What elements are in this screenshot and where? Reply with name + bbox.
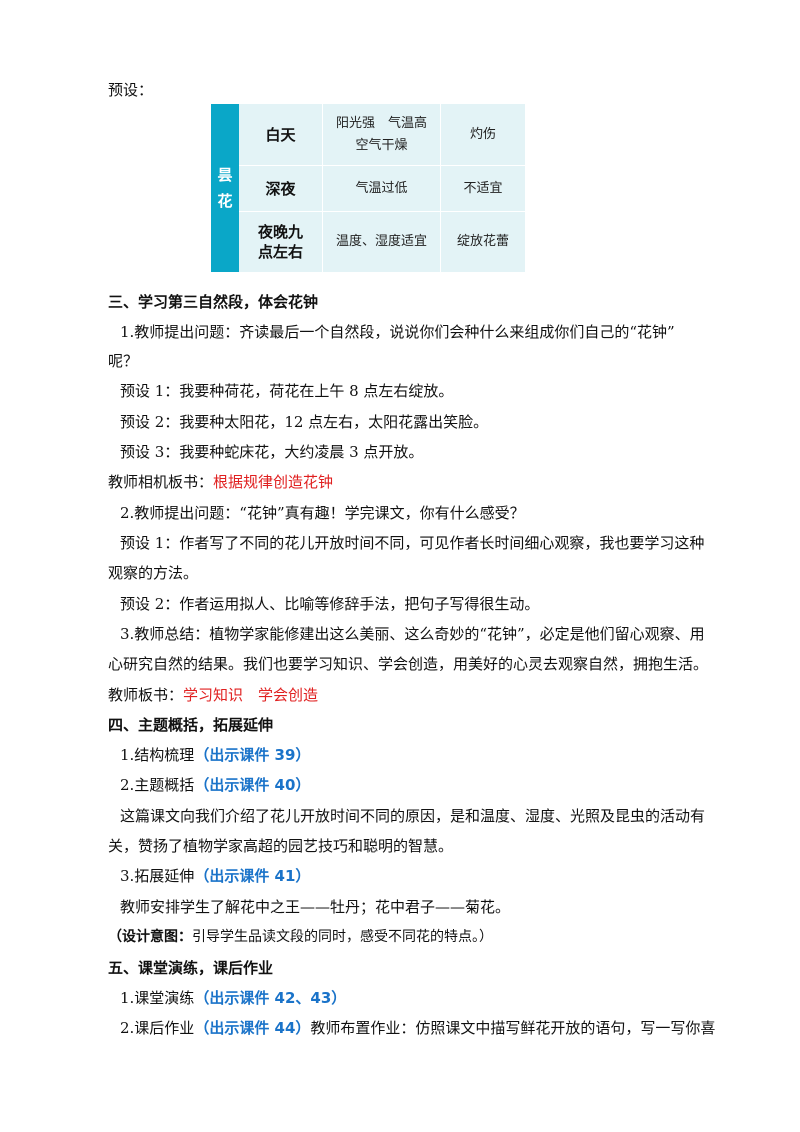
board1-text: 根据规律创造花钟 [213, 473, 334, 491]
sec3-preset4-line2: 观察的方法。 [108, 564, 199, 582]
sec4-item1-text: 1.结构梳理 [120, 746, 195, 764]
sec4-item1: 1.结构梳理（出示课件 39） [120, 745, 310, 765]
sec4-item2-text: 2.主题概括 [120, 776, 195, 794]
sec3-preset2: 预设 2：我要种太阳花，12 点左右，太阳花露出笑脸。 [120, 413, 489, 431]
sec3-q2: 2.教师提出问题：“花钟”真有趣！学完课文，你有什么感受？ [120, 504, 525, 522]
sec3-board1: 教师相机板书：根据规律创造花钟 [108, 472, 333, 492]
sec5-item2-tag: （出示课件 44） [194, 1019, 311, 1037]
sec4-item3-tag: （出示课件 41） [194, 867, 311, 885]
row-result-evening: 绽放花蕾 [456, 234, 509, 249]
sec3-board2: 教师板书：学习知识 学会创造 [108, 685, 318, 705]
sec5-item2: 2.课后作业（出示课件 44）教师布置作业：仿照课文中描写鲜花开放的语句，写一写… [120, 1018, 715, 1038]
row-time-evening: 夜晚九 点左右 [239, 212, 323, 272]
sec3-preset3: 预设 3：我要种蛇床花，大约凌晨 3 点开放。 [120, 443, 424, 461]
row-result-daytime: 灼伤 [441, 104, 525, 166]
sec4-para-line1: 这篇课文向我们介绍了花儿开放时间不同的原因，是和温度、湿度、光照及昆虫的活动有 [120, 807, 706, 825]
board2-label: 教师板书： [108, 686, 184, 704]
sec4-item3: 3.拓展延伸（出示课件 41） [120, 866, 310, 886]
row-time-night: 深夜 [239, 166, 323, 212]
design-label: （设计意图： [108, 929, 192, 945]
sec4-design-intent: （设计意图：引导学生品读文段的同时，感受不同花的特点。） [108, 927, 493, 947]
sec5-item2-text: 2.课后作业 [120, 1019, 195, 1037]
row-condition-evening: 温度、湿度适宜 [323, 212, 441, 272]
preset-label: 预设： [108, 81, 154, 99]
sec4-item2-tag: （出示课件 40） [194, 776, 311, 794]
design-text: 引导学生品读文段的同时，感受不同花的特点。） [192, 929, 493, 945]
sec5-item1-tag: （出示课件 42、43） [194, 989, 347, 1007]
board2-text: 学习知识 学会创造 [183, 686, 319, 704]
sec4-item2: 2.主题概括（出示课件 40） [120, 775, 310, 795]
flower-table: 昙 花 白天 阳光强 气温高 空气干燥 灼伤 深夜 气温过低 不适宜 夜晚九 点… [211, 104, 525, 272]
sec3-preset5: 预设 2：作者运用拟人、比喻等修辞手法，把句子写得很生动。 [120, 595, 540, 613]
sec3-q1-line2: 呢？ [108, 352, 139, 370]
sec3-summary-line1: 3.教师总结：植物学家能修建出这么美丽、这么奇妙的“花钟”，必定是他们留心观察、… [120, 625, 705, 643]
board1-label: 教师相机板书： [108, 473, 214, 491]
sec3-preset4-line1: 预设 1：作者写了不同的花儿开放时间不同，可见作者长时间细心观察，我也要学习这种 [120, 534, 705, 552]
section5-title: 五、课堂演练，课后作业 [108, 959, 274, 977]
sec3-preset1: 预设 1：我要种荷花，荷花在上午 8 点左右绽放。 [120, 382, 454, 400]
sec4-item3-text: 3.拓展延伸 [120, 867, 195, 885]
section3-title: 三、学习第三自然段，体会花钟 [108, 293, 319, 311]
section4-title: 四、主题概括，拓展延伸 [108, 716, 274, 734]
row-condition-night: 气温过低 [323, 166, 441, 212]
sec5-item1: 1.课堂演练（出示课件 42、43） [120, 988, 346, 1008]
row-result-night: 不适宜 [441, 166, 525, 212]
side-char-1: 昙 [217, 166, 233, 184]
side-char-2: 花 [217, 192, 233, 210]
sec5-item1-text: 1.课堂演练 [120, 989, 195, 1007]
table-side-label: 昙 花 [211, 104, 239, 272]
sec5-item2-detail: 教师布置作业：仿照课文中描写鲜花开放的语句，写一写你喜 [310, 1019, 716, 1037]
sec4-item1-tag: （出示课件 39） [194, 746, 311, 764]
row-condition-daytime: 阳光强 气温高 空气干燥 [323, 104, 441, 166]
sec4-para-line2: 关，赞扬了植物学家高超的园艺技巧和聪明的智慧。 [108, 837, 454, 855]
sec3-summary-line2: 心研究自然的结果。我们也要学习知识、学会创造，用美好的心灵去观察自然，拥抱生活。 [108, 655, 709, 673]
row-time-daytime: 白天 [239, 104, 323, 166]
sec4-extension: 教师安排学生了解花中之王——牡丹；花中君子——菊花。 [120, 898, 511, 916]
sec3-q1-line1: 1.教师提出问题：齐读最后一个自然段，说说你们会种什么来组成你们自己的“花钟” [120, 323, 675, 341]
